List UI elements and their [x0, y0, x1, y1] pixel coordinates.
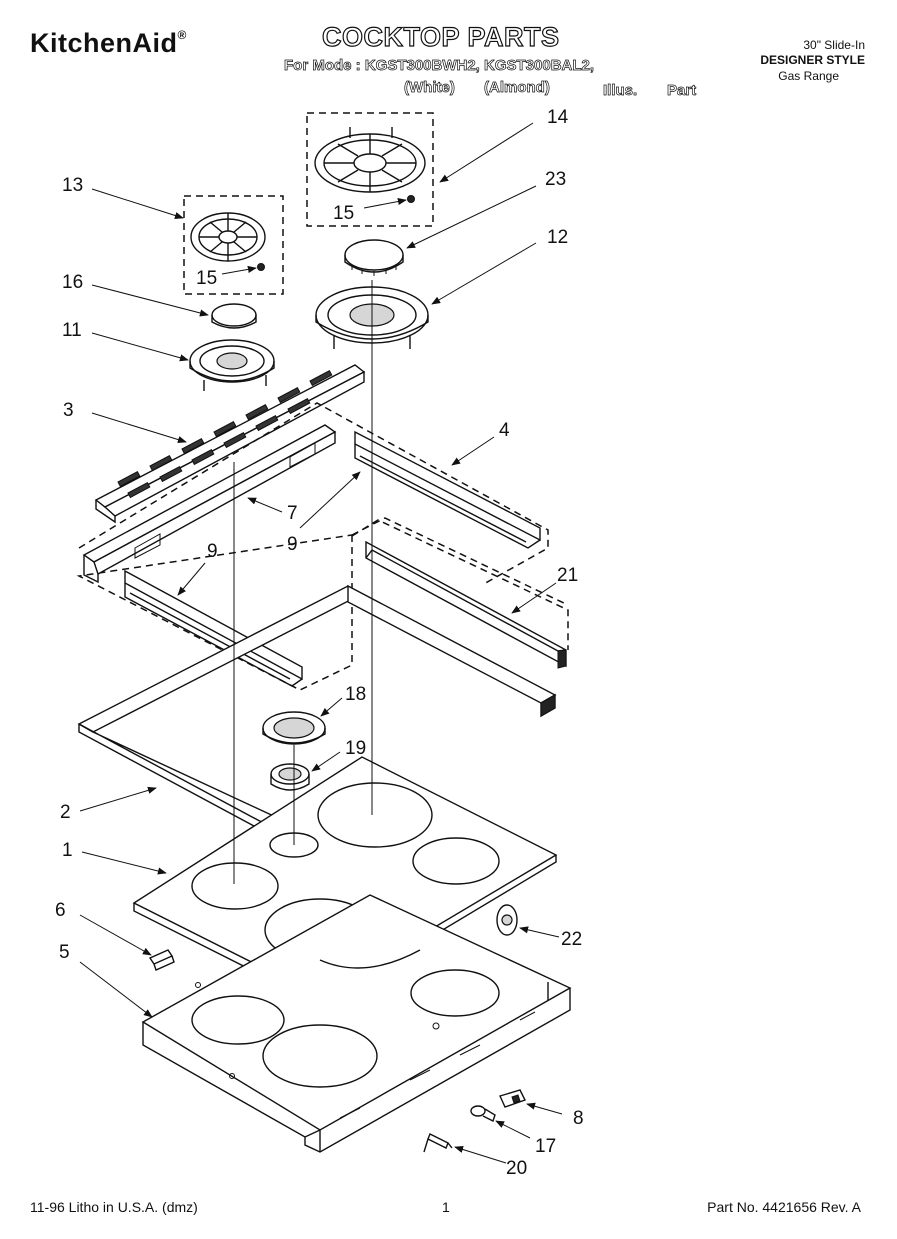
part-14-large-grate	[306, 112, 434, 227]
brand-logo: KitchenAid®	[30, 28, 187, 59]
callout-14: 14	[547, 107, 569, 128]
part-21-side-trim	[351, 519, 569, 669]
part-11-small-burner-base	[189, 339, 275, 391]
part-23-large-burner-cap	[344, 239, 404, 276]
part-3-vent-trim	[94, 364, 366, 524]
callout-11: 11	[62, 320, 82, 341]
part-5-burner-box	[141, 894, 572, 1153]
part-18-burner-ring	[262, 711, 326, 745]
part-6-mounting-clip	[148, 949, 175, 971]
part-15-grate-foot-lower	[221, 263, 265, 275]
part-number: Part No. 4421656 Rev. A	[707, 1199, 861, 1215]
part-4-right-rail	[354, 430, 541, 549]
callout-23: 23	[545, 169, 566, 190]
color-white-label: (White)	[404, 79, 456, 97]
callout-5: 5	[59, 942, 70, 963]
part-9-left-rail	[124, 569, 303, 687]
part-20-electrode	[423, 1133, 453, 1153]
callout-15-upper: 15	[333, 203, 354, 224]
callout-6: 6	[55, 900, 66, 921]
illus-column-label: Illus.	[603, 82, 638, 100]
leader-arrows	[79, 122, 563, 1164]
part-22-igniter-bracket	[496, 904, 518, 936]
part-2-cooktop-frame	[77, 584, 557, 859]
callout-2: 2	[60, 802, 71, 823]
callout-21: 21	[557, 565, 578, 586]
callout-labels: 14 13 23 15 12 15 16 11 3 4 7 9 9 21 18 …	[55, 107, 584, 1179]
part-17-igniter	[470, 1105, 496, 1122]
callout-1: 1	[62, 840, 73, 861]
range-size-label: 30" Slide-In	[803, 38, 865, 52]
style-label: DESIGNER STYLE	[760, 53, 865, 67]
brand-registered-mark: ®	[177, 28, 187, 42]
range-type-label: Gas Range	[778, 69, 839, 83]
page-number: 1	[442, 1199, 450, 1215]
model-line: For Mode : KGST300BWH2, KGST300BAL2,	[284, 57, 595, 75]
callout-7: 7	[287, 503, 298, 524]
callout-9-right: 9	[287, 534, 298, 555]
callout-18: 18	[345, 684, 366, 705]
callout-20: 20	[506, 1158, 527, 1179]
brand-name: KitchenAid	[30, 28, 178, 58]
part-column-label: Part	[667, 82, 697, 100]
part-19-orifice	[270, 763, 310, 791]
callout-16: 16	[62, 272, 83, 293]
part-13-small-grate	[183, 195, 284, 295]
callout-8: 8	[573, 1108, 584, 1129]
part-7-rear-channel	[82, 424, 337, 584]
callout-17: 17	[535, 1136, 556, 1157]
callout-22: 22	[561, 929, 582, 950]
callout-9-left: 9	[207, 541, 218, 562]
alignment-lines	[233, 280, 373, 884]
callout-12: 12	[547, 227, 568, 248]
print-info: 11-96 Litho in U.S.A. (dmz)	[30, 1199, 198, 1215]
callout-4: 4	[499, 420, 510, 441]
part-8-small-bracket	[499, 1089, 526, 1108]
page-title: COCKTOP PARTS	[321, 21, 560, 52]
part-15-grate-foot-upper	[363, 195, 415, 209]
callout-19: 19	[345, 738, 366, 759]
part-16-small-burner-cap	[211, 303, 257, 329]
color-almond-label: (Almond)	[484, 79, 551, 97]
callout-13: 13	[62, 175, 83, 196]
callout-3: 3	[63, 400, 74, 421]
callout-15-lower: 15	[196, 268, 217, 289]
